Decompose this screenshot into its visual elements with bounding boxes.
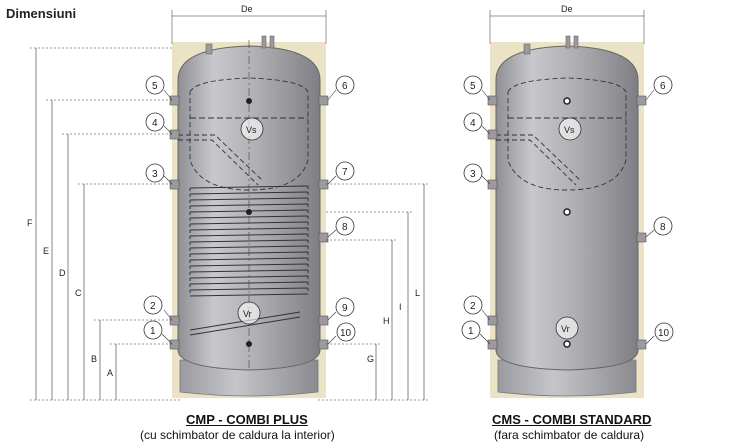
right-port-2: 2 xyxy=(470,301,476,312)
left-port-5: 5 xyxy=(152,81,158,92)
right-tank-base xyxy=(497,359,637,397)
right-volume-vr: Vr xyxy=(561,324,570,334)
left-caption-title: CMP - COMBI PLUS xyxy=(186,412,308,427)
left-port-1: 1 xyxy=(150,326,156,337)
dim-label-L: L xyxy=(415,288,420,298)
left-inner-tank-outline xyxy=(189,77,309,191)
left-tank-group: De F E D C B A xyxy=(27,4,430,401)
left-port-4: 4 xyxy=(152,118,158,129)
dim-label-G: G xyxy=(367,354,374,364)
left-port-7: 7 xyxy=(342,167,348,178)
right-port-6: 6 xyxy=(660,81,666,92)
left-sensor-dot-bottom xyxy=(246,341,252,347)
left-top-outlet-3 xyxy=(269,35,275,49)
right-caption-subtitle: (fara schimbator de caldura) xyxy=(494,428,645,442)
left-volume-vs: Vs xyxy=(246,125,257,135)
right-width-label: De xyxy=(561,4,573,14)
dim-label-F: F xyxy=(27,218,33,228)
left-lower-pipe-b xyxy=(189,316,301,336)
right-inner-tank-outline xyxy=(507,77,627,191)
right-vs-circle xyxy=(558,117,582,141)
left-dim-lines xyxy=(30,47,180,401)
right-port-4: 4 xyxy=(470,118,476,129)
left-top-outlet-1 xyxy=(205,43,213,55)
left-sensor-dot-top xyxy=(246,98,252,104)
right-tank-group: De 5 4 3 2 1 6 8 10 xyxy=(461,4,674,398)
dim-label-H: H xyxy=(383,316,390,326)
left-volume-vr: Vr xyxy=(243,309,252,319)
left-port-8: 8 xyxy=(342,222,348,233)
left-port-callouts: 5 4 3 2 1 xyxy=(143,75,173,345)
left-vr-circle xyxy=(237,301,261,325)
right-dim-lines xyxy=(318,183,430,401)
left-port-callouts-right: 6 7 8 9 10 xyxy=(327,75,356,345)
right-port-10: 10 xyxy=(658,328,670,339)
right-top-outlet-2 xyxy=(565,35,571,49)
dim-label-B: B xyxy=(91,354,97,364)
right-port-1: 1 xyxy=(468,326,474,337)
left-port-6: 6 xyxy=(342,81,348,92)
right-inner-pipe-4 xyxy=(496,134,581,181)
left-port-9: 9 xyxy=(342,303,348,314)
left-vs-circle xyxy=(240,117,264,141)
dim-label-A: A xyxy=(107,368,113,378)
dim-label-I: I xyxy=(399,302,402,312)
right-port-3: 3 xyxy=(470,169,476,180)
left-sensor-dot-mid xyxy=(246,209,252,215)
left-width-label: De xyxy=(241,4,253,14)
right-sensor-dot-top xyxy=(563,97,571,105)
left-inner-pipe-4b xyxy=(178,139,259,186)
right-top-outlet-1 xyxy=(523,43,531,55)
dim-label-C: C xyxy=(75,288,82,298)
right-side-stubs xyxy=(487,95,647,350)
dim-label-E: E xyxy=(43,246,49,256)
right-volume-vs: Vs xyxy=(564,125,575,135)
left-top-outlet-2 xyxy=(261,35,267,49)
right-tank-body xyxy=(495,45,639,371)
right-caption-title: CMS - COMBI STANDARD xyxy=(492,412,652,427)
left-port-10: 10 xyxy=(340,328,352,339)
left-side-stubs xyxy=(169,95,329,350)
right-sensor-dot-bottom xyxy=(563,340,571,348)
right-inner-pipe-4b xyxy=(496,139,577,186)
page-title: Dimensiuni xyxy=(6,6,77,21)
right-top-outlet-3 xyxy=(573,35,579,49)
left-tank-base xyxy=(179,359,319,397)
dim-label-D: D xyxy=(59,268,66,278)
right-sensor-dot-mid xyxy=(563,208,571,216)
right-vr-circle xyxy=(555,316,579,340)
left-port-2: 2 xyxy=(150,301,156,312)
left-port-3: 3 xyxy=(152,169,158,180)
right-port-callouts: 5 4 3 2 1 6 8 10 xyxy=(461,75,674,345)
right-port-8: 8 xyxy=(660,222,666,233)
right-port-5: 5 xyxy=(470,81,476,92)
left-caption-subtitle: (cu schimbator de caldura la interior) xyxy=(140,428,335,442)
left-inner-pipe-4 xyxy=(178,134,263,181)
left-tank-body xyxy=(177,45,321,371)
